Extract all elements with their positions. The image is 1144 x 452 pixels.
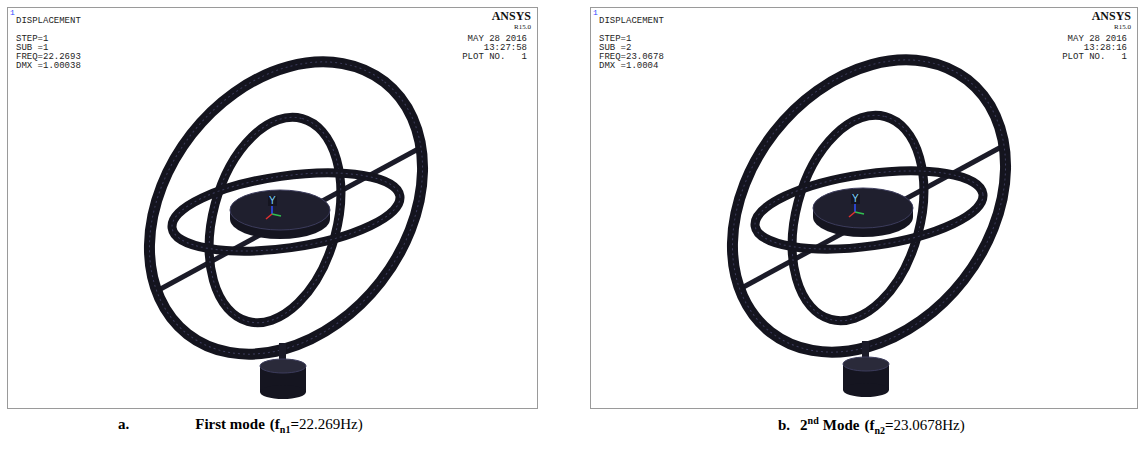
caption-text: 2 [800, 417, 808, 433]
step-info: STEP=1 [16, 35, 48, 44]
window-number: 1 [10, 9, 15, 17]
frequency-info: FREQ=23.0678 [599, 53, 664, 62]
caption-text: b. [778, 417, 790, 433]
gyroscope-mode-1 [93, 8, 479, 408]
plot-time: 13:28:16 [1084, 44, 1127, 53]
plot-number: PLOT NO. 1 [1062, 53, 1127, 62]
software-name: ANSYS [1092, 10, 1131, 22]
caption-text: = [290, 416, 299, 432]
plot-date: MAY 28 2016 [1068, 35, 1127, 44]
caption-text: First mode [195, 416, 265, 432]
plot-number: PLOT NO. 1 [462, 53, 527, 62]
software-version: R15.0 [1114, 24, 1131, 31]
result-panel: 1DISPLACEMENT STEP=1SUB =1FREQ=22.2693DMX… [7, 7, 538, 409]
plot-type: DISPLACEMENT [16, 17, 81, 26]
figure-caption: b. 2nd Mode(fn2=23.0678Hz) [778, 415, 965, 437]
max-displacement: DMX =1.00038 [16, 62, 81, 71]
plot-date: MAY 28 2016 [468, 35, 527, 44]
gyroscope-mode-2 [676, 6, 1062, 406]
substep-info: SUB =1 [16, 44, 48, 53]
caption-text: nd [808, 415, 819, 426]
axis-label: Y [851, 194, 860, 204]
step-info: STEP=1 [599, 35, 631, 44]
software-name: ANSYS [492, 10, 531, 22]
caption-text: (f [864, 417, 874, 433]
caption-text: n1 [280, 424, 291, 435]
caption-text: 23.0678Hz) [894, 417, 965, 433]
caption-text: a. [118, 416, 129, 432]
software-version: R15.0 [514, 24, 531, 31]
max-displacement: DMX =1.0004 [599, 62, 658, 71]
caption-text: 22.269Hz) [299, 416, 363, 432]
window-number: 1 [593, 9, 598, 17]
plot-time: 13:27:58 [484, 44, 527, 53]
caption-text: (f [270, 416, 280, 432]
caption-text: = [885, 417, 894, 433]
axis-label: Y [268, 196, 277, 206]
result-panel: 1DISPLACEMENT STEP=1SUB =2FREQ=23.0678DMX… [590, 7, 1138, 409]
frequency-info: FREQ=22.2693 [16, 53, 81, 62]
plot-type: DISPLACEMENT [599, 17, 664, 26]
figure-caption: a. First mode (fn1=22.269Hz) [118, 415, 363, 436]
caption-text: Mode [823, 417, 860, 433]
caption-text: n2 [874, 425, 885, 436]
substep-info: SUB =2 [599, 44, 631, 53]
